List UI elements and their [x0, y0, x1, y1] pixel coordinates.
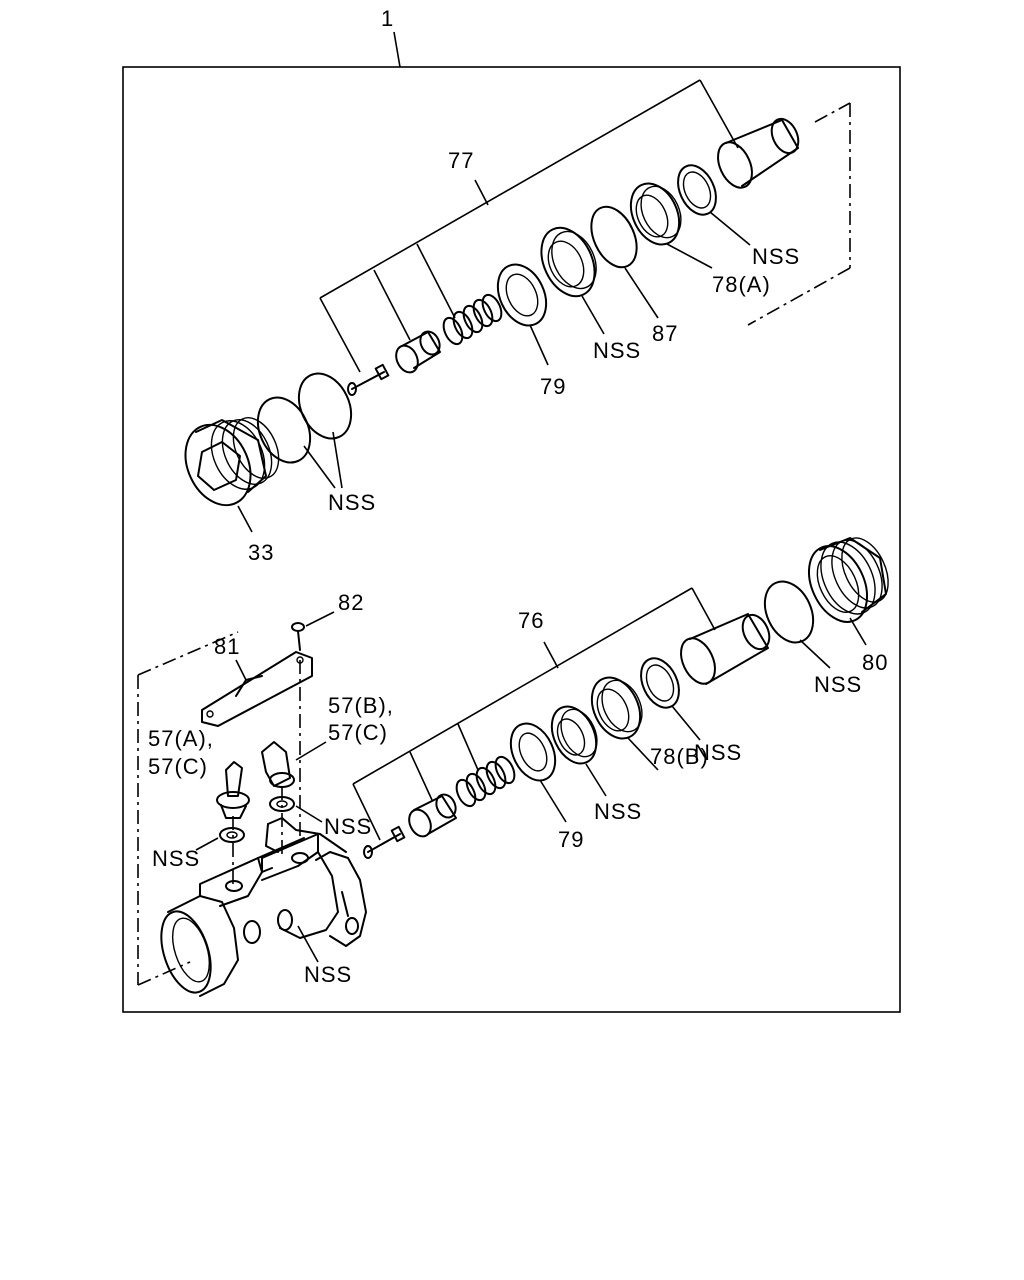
label-nss-oring-lower: NSS — [814, 672, 862, 697]
leader-76 — [352, 587, 716, 841]
label-33: 33 — [248, 540, 274, 565]
plug-33 — [184, 417, 280, 507]
leader-77 — [319, 79, 739, 373]
plug-80 — [807, 537, 889, 623]
diagram-frame — [122, 66, 901, 1013]
spring-lower — [455, 755, 516, 808]
label-nss-ring-lower: NSS — [694, 740, 742, 765]
label-57a: 57(A), — [148, 726, 214, 751]
label-79-upper: 79 — [540, 374, 566, 399]
label-57b-c: 57(C) — [328, 720, 388, 745]
label-nss-seal-upper: NSS — [593, 338, 641, 363]
fitting-57a — [216, 761, 250, 819]
fitting-57b — [261, 741, 295, 788]
upper-boundary — [747, 102, 851, 326]
spring-upper — [442, 293, 503, 346]
label-81: 81 — [214, 634, 240, 659]
label-57a-c: 57(C) — [148, 754, 208, 779]
guide-lower — [408, 793, 457, 838]
label-nss-body: NSS — [304, 962, 352, 987]
label-nss-seal-lower: NSS — [594, 799, 642, 824]
valve-body — [160, 817, 367, 997]
bracket-81 — [201, 651, 313, 727]
label-57b: 57(B), — [328, 693, 394, 718]
pin-upper — [347, 363, 390, 396]
label-82: 82 — [338, 590, 364, 615]
label-76: 76 — [518, 608, 544, 633]
label-79-lower: 79 — [558, 827, 584, 852]
label-80: 80 — [862, 650, 888, 675]
label-nss-washer-a: NSS — [152, 846, 200, 871]
label-78a: 78(A) — [712, 272, 771, 297]
sleeve-lower — [680, 613, 771, 685]
screw-82 — [291, 622, 305, 651]
label-nss-ring-upper: NSS — [752, 244, 800, 269]
lower-boundary — [137, 631, 239, 986]
sleeve-upper — [717, 117, 800, 189]
label-77: 77 — [448, 148, 474, 173]
label-87: 87 — [652, 321, 678, 346]
label-78b: 78(B) — [650, 744, 709, 769]
label-nss-washer-b: NSS — [324, 814, 372, 839]
label-assembly: 1 — [381, 6, 394, 31]
label-nss-oring-upper: NSS — [328, 490, 376, 515]
pin-lower — [363, 825, 406, 859]
guide-upper — [395, 330, 441, 374]
